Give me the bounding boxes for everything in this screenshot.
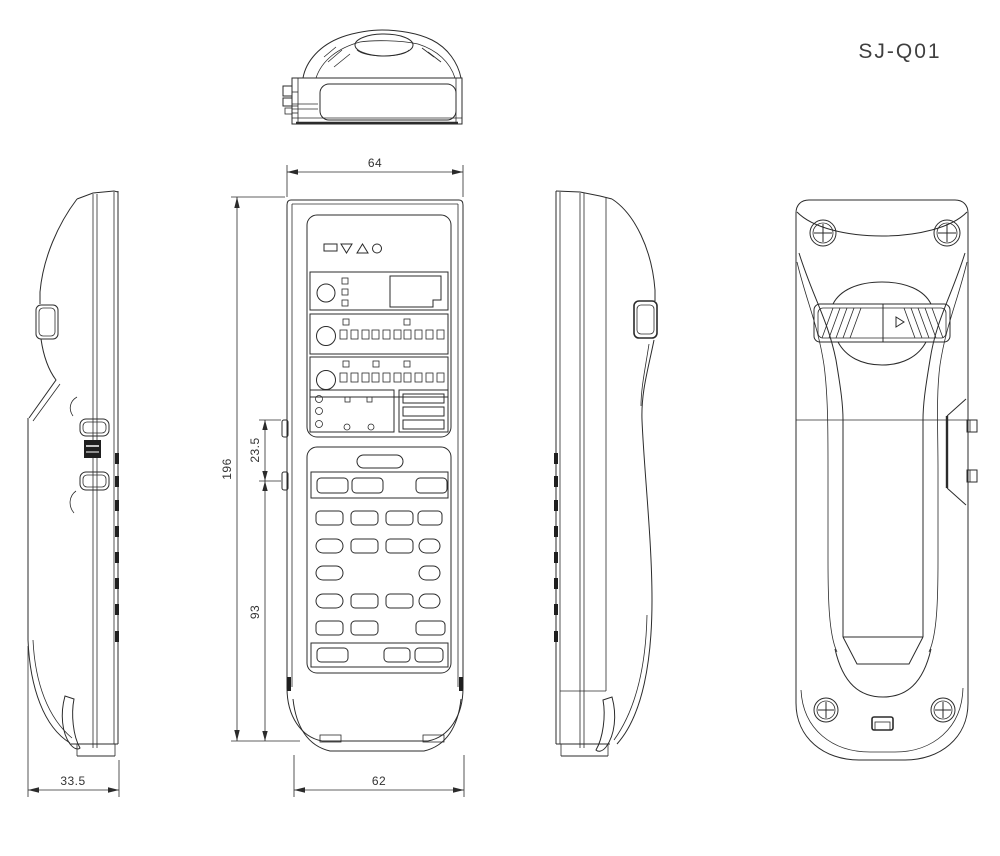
back-bottom-inner (800, 687, 964, 753)
keypad-strip-top (310, 471, 449, 499)
side-button (35, 304, 59, 340)
front-bottom-lip (292, 698, 462, 752)
dim-label-196: 196 (220, 458, 234, 480)
dimension-front-width-64: 64 (286, 156, 464, 197)
dim-label-62: 62 (372, 774, 386, 788)
keypad-row-3 (315, 565, 441, 581)
dimension-thickness-33-5: 33.5 (27, 646, 120, 797)
keypad-row-5 (315, 620, 446, 636)
indicator-block (309, 389, 395, 433)
circle-symbol (372, 243, 382, 254)
slider-clip-bottom (79, 471, 110, 491)
keypad-row-4 (315, 593, 441, 609)
dim-label-64: 64 (368, 156, 382, 170)
battery-cover (796, 419, 968, 698)
jog-dial (813, 281, 951, 366)
side-slider-back-view (945, 398, 978, 506)
jog-dome-lower (837, 341, 927, 366)
top-body (291, 77, 463, 125)
button-bumps-right-view (554, 453, 558, 642)
keypad-row-2 (315, 538, 441, 554)
top-view (282, 29, 463, 125)
selector-block-2 (309, 356, 449, 398)
front-left-tab-lower (281, 471, 289, 491)
screw-bottom-right (930, 697, 956, 723)
jog-arrow (895, 316, 905, 328)
bottom-hook-right (595, 696, 616, 752)
keypad-panel (306, 446, 452, 674)
dimension-lower-93: 93 (248, 481, 268, 741)
front-body-outline (286, 199, 464, 742)
display-block (309, 271, 449, 311)
back-top-curve (796, 211, 968, 237)
left-side-view (27, 190, 119, 757)
left-back-contour (39, 198, 78, 304)
dim-label-33-5: 33.5 (60, 774, 85, 788)
bottom-hook (61, 695, 81, 750)
dim-label-93: 93 (248, 605, 262, 619)
slider-knob (84, 440, 101, 458)
dimension-front-height-196: 196 (220, 196, 300, 742)
dimension-slider-23-5: 23.5 (248, 419, 281, 482)
top-inner-panel (319, 83, 457, 121)
dimension-bottom-width-62: 62 (293, 755, 465, 797)
ir-lens-shade (356, 49, 410, 57)
dial-button (316, 283, 336, 303)
slider-clip-top (79, 418, 110, 437)
screw-bottom-left (813, 697, 839, 723)
side-slider-top (282, 85, 293, 97)
keypad-row-1 (315, 510, 443, 526)
power-pill-button (356, 454, 404, 469)
up-triangle-symbol (356, 243, 369, 254)
model-label: SJ-Q01 (858, 40, 941, 63)
side-button-right (633, 300, 658, 339)
front-left-tab-upper (281, 419, 289, 438)
ir-lens (354, 33, 414, 57)
back-body-outline (795, 199, 969, 761)
button-bumps-left-view (115, 453, 119, 642)
stop-symbol (323, 243, 338, 252)
ir-dome-outline (302, 29, 462, 79)
cover-latch (871, 716, 894, 731)
grip-recess (842, 636, 924, 665)
selector-block-1 (309, 313, 449, 355)
mode-symbols (323, 243, 382, 254)
back-view (795, 199, 978, 761)
left-bottom-curve (27, 639, 71, 744)
upper-panel (306, 214, 452, 438)
label-strip-block (398, 389, 449, 433)
display-window (389, 275, 442, 308)
keypad-strip-bottom (310, 642, 449, 668)
jog-dome-upper (832, 281, 932, 305)
screw-top-left (809, 219, 837, 247)
screw-top-right (933, 219, 961, 247)
ir-dome-inner (315, 40, 456, 79)
dim-label-23-5: 23.5 (248, 437, 262, 462)
jog-band (813, 303, 951, 343)
right-side-view (554, 190, 658, 757)
left-top-edge (76, 190, 119, 200)
down-triangle-symbol (340, 243, 353, 254)
right-back-contour (611, 198, 656, 301)
front-view (281, 199, 464, 752)
